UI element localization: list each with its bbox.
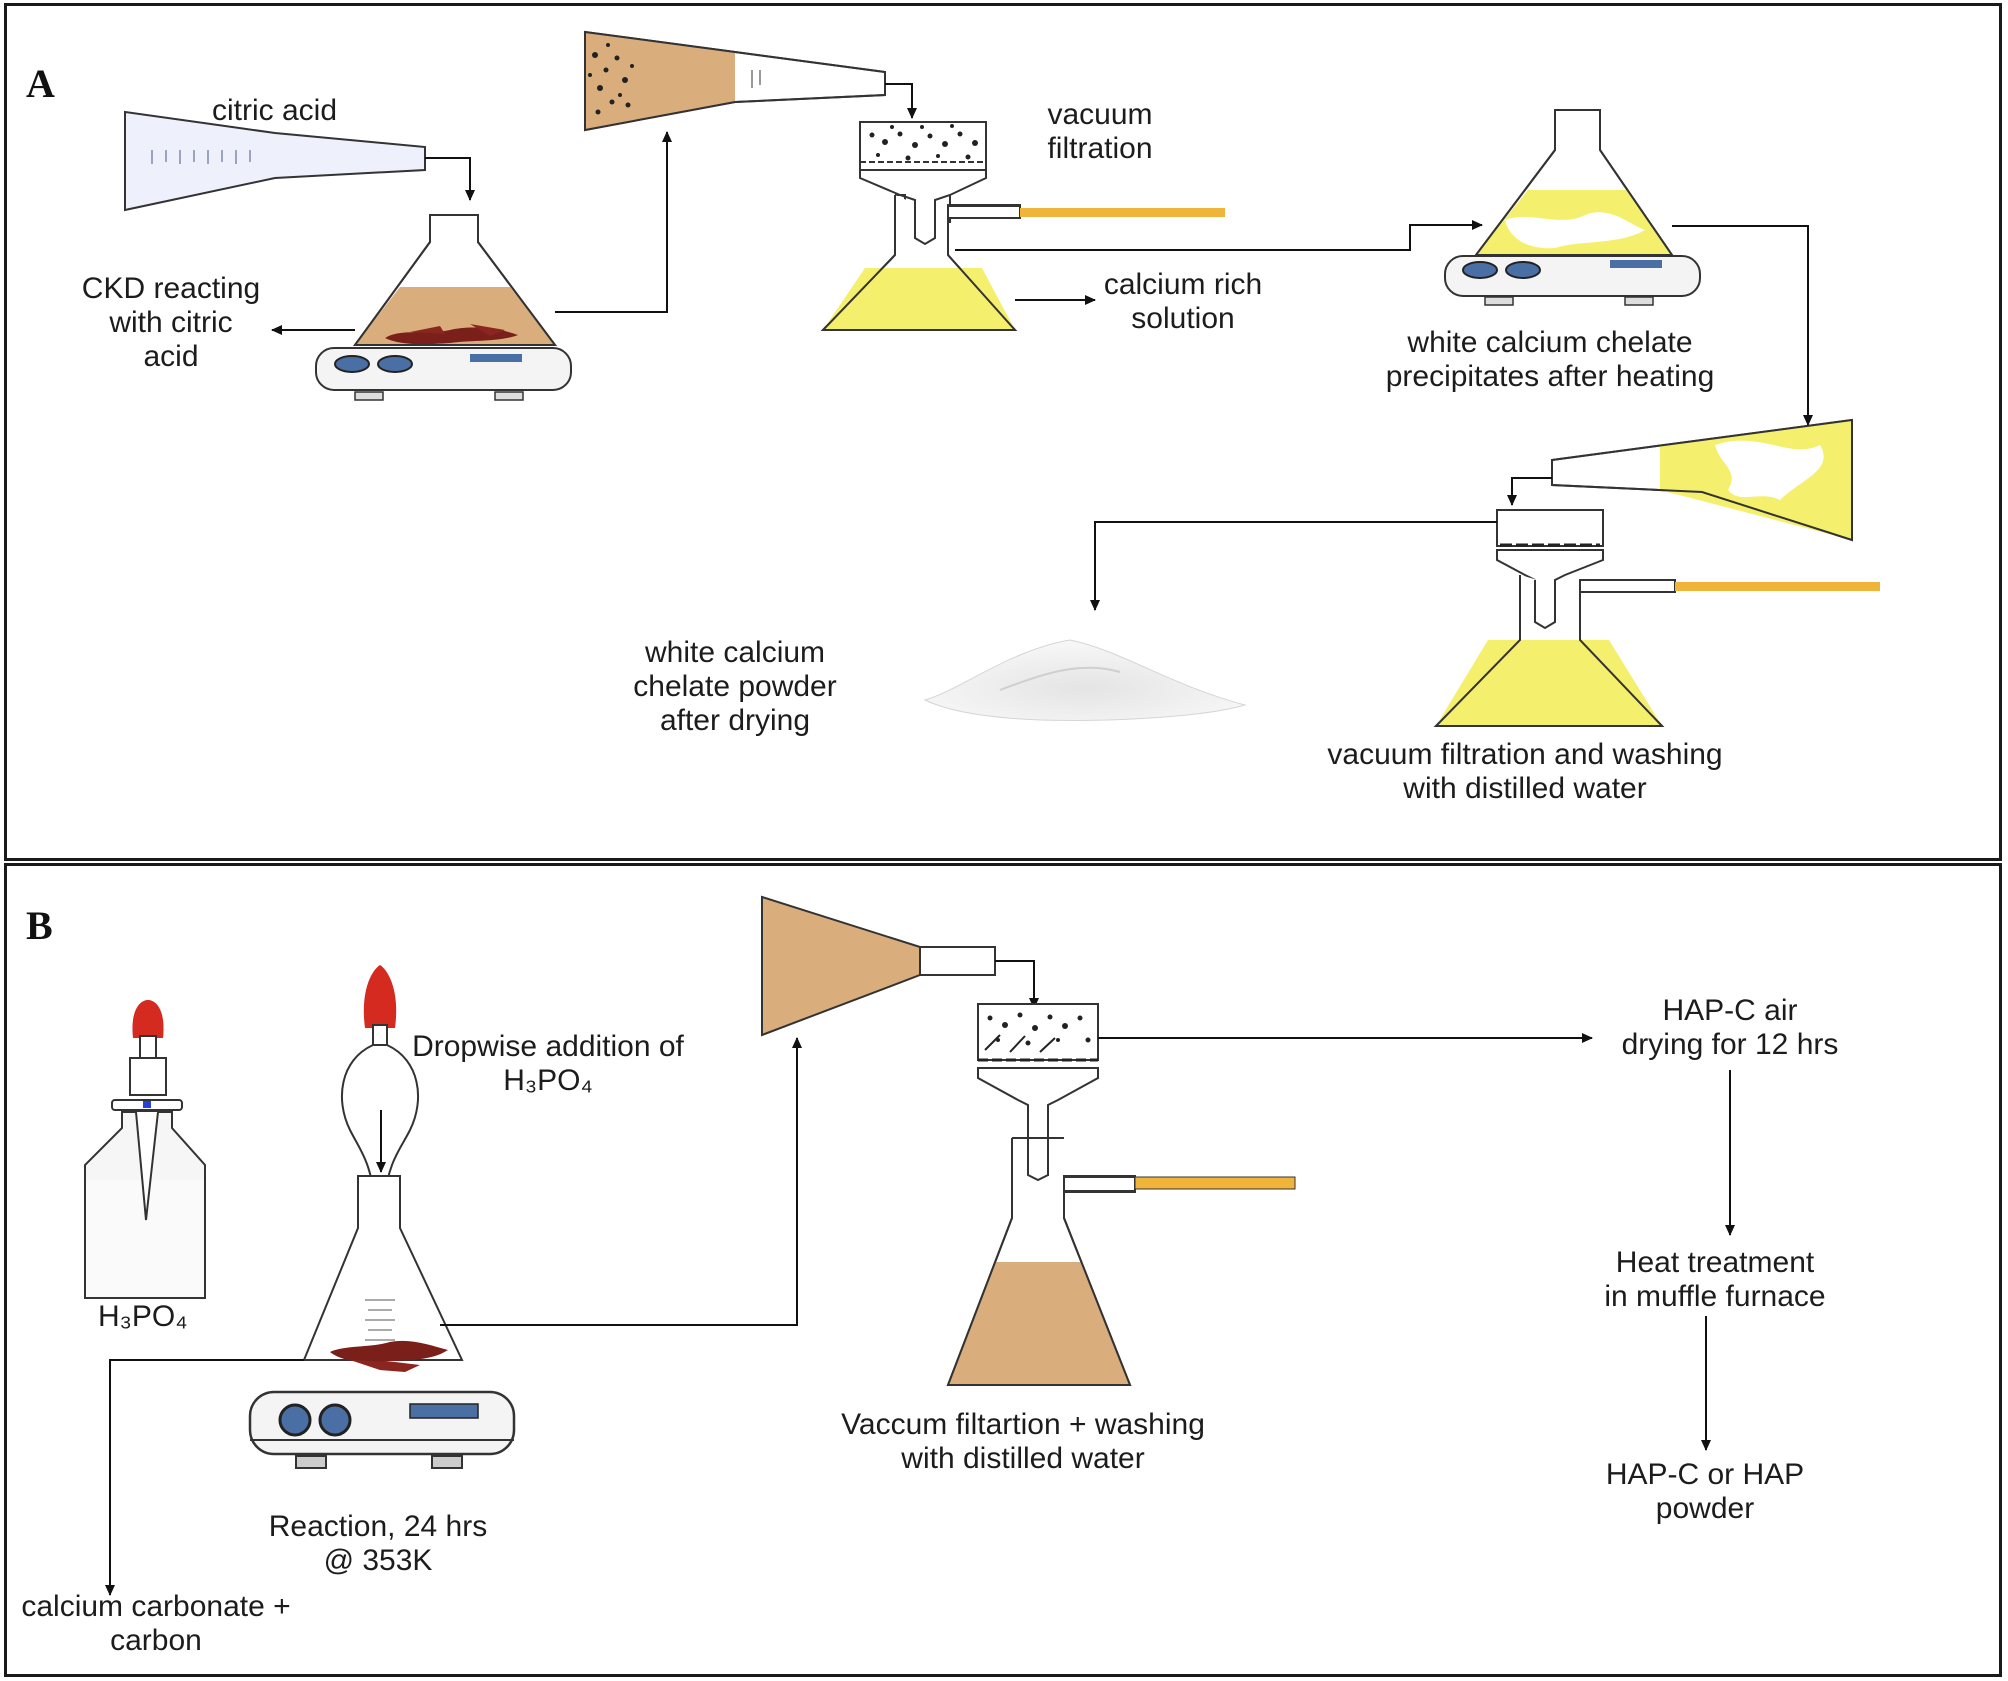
arrow-to-heating — [955, 220, 1483, 251]
label-calcium-carbonate-carbon: calcium carbonate + carbon — [21, 1590, 291, 1657]
label-dropwise-addition: Dropwise addition of H₃PO₄ — [412, 1030, 684, 1097]
arrow-citric-to-flask — [425, 157, 475, 201]
arrow-pour-to-funnel-b — [995, 960, 1039, 1009]
arrow-flask-to-pour — [555, 131, 672, 313]
ckd-reaction-flask — [353, 214, 557, 346]
panel-b-label: B — [26, 903, 53, 948]
label-hap-air-drying: HAP-C air drying for 12 hrs — [1621, 994, 1839, 1061]
label-h3po4-bottle: H₃PO₄ — [98, 1300, 188, 1333]
label-vacuum-filtration-washing: vacuum filtration and washing with disti… — [1327, 738, 1723, 805]
stirrer-hotplate-a1 — [315, 347, 572, 401]
label-calcium-rich-solution: calcium rich solution — [1103, 268, 1263, 335]
arrow-to-calcium-carbonate — [105, 1359, 304, 1596]
reaction-flask-b — [248, 1175, 516, 1469]
label-white-chelate-powder: white calcium chelate powder after dryin… — [633, 636, 837, 737]
vacuum-filtration-a2 — [1433, 509, 1880, 727]
white-chelate-powder-pile — [923, 639, 1247, 721]
label-heat-treatment: Heat treatment in muffle furnace — [1604, 1246, 1826, 1313]
label-reaction: Reaction, 24 hrs @ 353K — [268, 1510, 488, 1577]
heated-chelate-flask — [1444, 109, 1701, 306]
brown-pouring-flask — [584, 30, 886, 132]
vacuum-filtration-a1 — [820, 121, 1225, 331]
arrow-heating-to-pour — [1672, 225, 1813, 426]
citric-acid-flask — [124, 110, 426, 212]
h3po4-dropper-bottle — [84, 1000, 206, 1299]
label-vaccum-filtration-washing: Vaccum filtartion + washing with distill… — [841, 1408, 1205, 1475]
white-chelate-pouring-flask — [1551, 418, 1853, 542]
brown-pouring-flask-b — [761, 895, 996, 1037]
label-white-chelate-precipitates: white calcium chelate precipitates after… — [1385, 326, 1715, 393]
label-citric-acid: citric acid — [212, 94, 338, 127]
vacuum-filtration-b — [946, 1003, 1296, 1386]
arrow-to-washing — [1507, 477, 1552, 506]
arrow-to-powder — [1090, 521, 1497, 611]
panel-a-label: A — [26, 61, 55, 106]
arrow-pour-to-funnel — [885, 83, 917, 119]
label-ckd-reacting: CKD reacting with citric acid — [81, 272, 261, 373]
label-vacuum-filtration: vacuum filtration — [1047, 98, 1153, 165]
arrow-reaction-to-pour — [440, 1037, 802, 1326]
label-hap-powder: HAP-C or HAP powder — [1605, 1458, 1805, 1525]
